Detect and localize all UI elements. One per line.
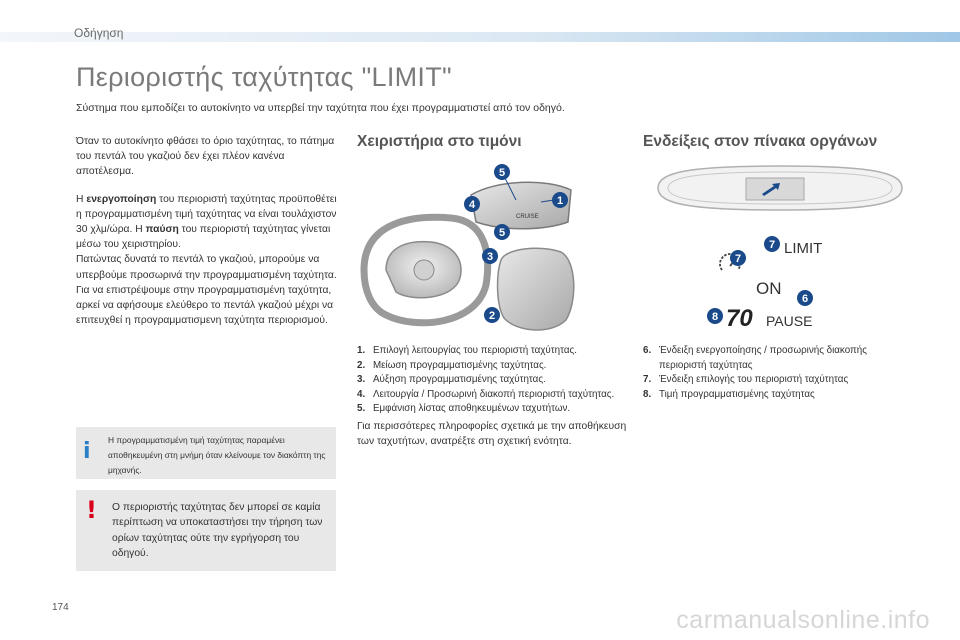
section-label: Οδήγηση: [74, 26, 124, 40]
steering-column-shroud: [496, 247, 575, 331]
callout-1: 1: [552, 192, 568, 208]
list-item: 6.Ένδειξη ενεργοποίησης / προσωρινής δια…: [643, 345, 867, 371]
page-subtitle: Σύστημα που εμποδίζει το αυτοκίνητο να υ…: [76, 102, 565, 114]
dashboard-illustration: LIMIT ON 70 PAUSE 7 7 6 8: [657, 165, 903, 332]
callout-7-left: 7: [730, 250, 746, 266]
watermark: carmanualsonline.info: [676, 606, 930, 634]
callout-2: 2: [484, 307, 500, 323]
list-item: 5.Εμφάνιση λίστας αποθηκευμένων ταχυτήτω…: [357, 403, 571, 414]
paragraph-activation: Η ενεργοποίηση του περιοριστή ταχύτητας …: [76, 193, 337, 327]
page-number: 174: [52, 602, 69, 613]
callout-4: 4: [464, 196, 480, 212]
svg-text:8: 8: [712, 311, 718, 323]
stalk-cruise-label: CRUISE: [516, 214, 539, 220]
steering-controls-heading: Χειριστήρια στο τιμόνι: [357, 133, 522, 150]
paragraph-override: Πατώντας δυνατά το πεντάλ το γκαζιού, μπ…: [76, 254, 337, 281]
paragraph-return: Για να επιστρέψουμε στην προγραμματισμέν…: [76, 284, 334, 327]
callout-5-bottom: 5: [494, 224, 510, 240]
list-item: 4.Λειτουργία / Προσωρινή διακοπή περιορι…: [357, 388, 615, 400]
callout-3: 3: [482, 248, 498, 264]
list-item: 7.Ένδειξη επιλογής του περιοριστή ταχύτη…: [643, 374, 849, 385]
page-title: Περιοριστής ταχύτητας "LIMIT": [76, 62, 452, 92]
list-item: 8.Τιμή προγραμματισμένης ταχύτητας: [643, 388, 815, 400]
left-column: Όταν το αυτοκίνητο φθάσει το όριο ταχύτη…: [76, 134, 338, 340]
cluster-inner-outline: [667, 171, 893, 205]
callout-5-top: 5: [494, 164, 510, 180]
info-note-text: Η προγραμματισμένη τιμή ταχύτητας παραμέ…: [108, 435, 326, 475]
callout-7-top: 7: [764, 236, 780, 252]
warning-note-text: Ο περιοριστής ταχύτητας δεν μπορεί σε κα…: [112, 502, 323, 559]
bold-pause: παύση: [145, 224, 179, 236]
info-icon: i: [83, 439, 91, 464]
more-info-text: Για περισσότερες πληροφορίες σχετικά με …: [357, 420, 627, 447]
warning-icon: !: [86, 496, 97, 524]
steering-wheel-logo: [413, 259, 435, 281]
svg-text:6: 6: [802, 293, 808, 305]
list-item: 2.Μείωση προγραμματισμένης ταχύτητας.: [357, 359, 547, 371]
display-pointer-arrow: [762, 183, 780, 196]
pause-label: PAUSE: [766, 313, 812, 329]
dashboard-indicators-heading: Ενδείξεις στον πίνακα οργάνων: [643, 133, 878, 150]
svg-text:7: 7: [735, 253, 741, 265]
paragraph-limit-reached: Όταν το αυτοκίνητο φθάσει το όριο ταχύτη…: [76, 136, 335, 178]
list-item: 3.Αύξηση προγραμματισμένης ταχύτητας.: [357, 374, 546, 385]
callout-6: 6: [797, 290, 813, 306]
leader-line-1: [540, 199, 555, 203]
svg-text:2: 2: [489, 310, 495, 322]
limit-label: LIMIT: [784, 240, 822, 257]
svg-text:7: 7: [769, 239, 775, 251]
steering-wheel-rim: [360, 213, 492, 327]
callout-8: 8: [707, 308, 723, 324]
leader-line-5a: [503, 175, 517, 201]
warning-note: ! Ο περιοριστής ταχύτητας δεν μπορεί σε …: [76, 490, 336, 571]
speed-value: 70: [726, 305, 753, 332]
info-note: i Η προγραμματισμένη τιμή ταχύτητας παρα…: [76, 427, 336, 479]
steering-wheel-illustration: CRUISE 5 4 1 5 3 2: [360, 164, 575, 331]
header-bar: [0, 32, 960, 42]
svg-text:5: 5: [499, 227, 505, 239]
svg-text:1: 1: [557, 195, 563, 207]
svg-text:5: 5: [499, 167, 505, 179]
cluster-display-screen: [745, 177, 805, 201]
steering-controls-list: 1.Επιλογή λειτουργίας του περιοριστή ταχ…: [357, 344, 627, 449]
bold-activation: ενεργοποίηση: [86, 193, 157, 205]
svg-text:4: 4: [469, 199, 476, 211]
on-label: ON: [756, 279, 782, 298]
list-item: 1.Επιλογή λειτουργίας του περιοριστή ταχ…: [357, 345, 577, 356]
dashboard-indicators-list: 6.Ένδειξη ενεργοποίησης / προσωρινής δια…: [643, 344, 905, 402]
svg-text:3: 3: [487, 251, 493, 263]
